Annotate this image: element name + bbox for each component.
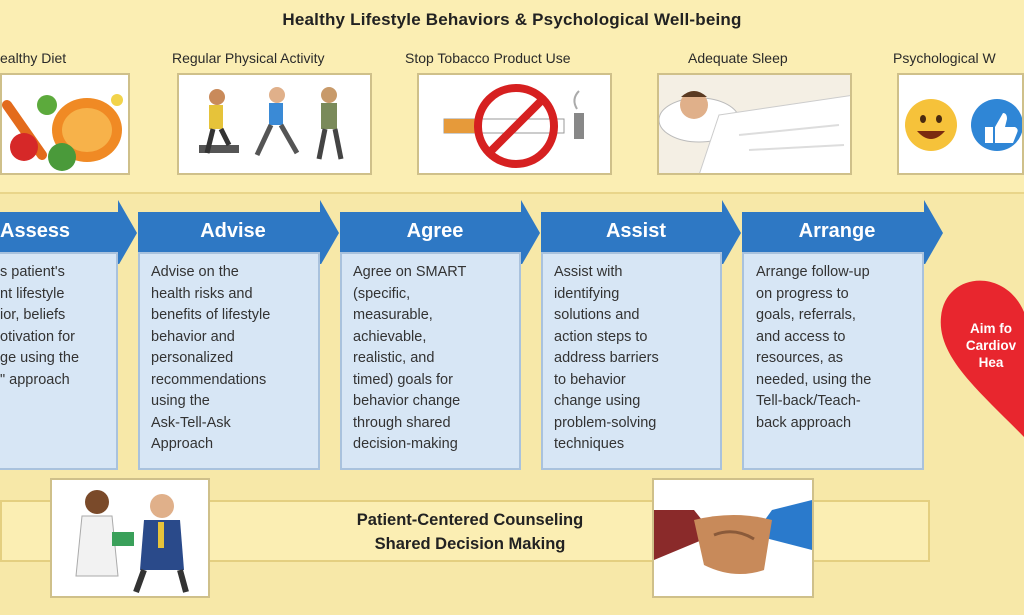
exercise-people-icon [177, 73, 372, 175]
fruits-vegetables-icon [0, 73, 130, 175]
arrow-assist [541, 200, 741, 264]
arrow-advise [138, 200, 339, 264]
step-box-arrange [742, 252, 924, 470]
category-label-activity: Regular Physical Activity [172, 50, 325, 66]
step-text-agree: Agree on SMART(specific,measurable,achie… [353, 264, 467, 452]
category-label-diet: ealthy Diet [0, 50, 67, 66]
page-title: Healthy Lifestyle Behaviors & Psychologi… [282, 10, 742, 29]
arrow-arrange [742, 200, 943, 264]
no-smoking-icon [417, 73, 612, 175]
arrow-agree [340, 200, 540, 264]
step-box-assist [541, 252, 722, 470]
counseling-title: Patient-Centered Counseling [356, 511, 584, 529]
category-label-sleep: Adequate Sleep [688, 50, 788, 66]
handshake-icon [652, 478, 814, 598]
sleeping-person-icon [657, 73, 852, 175]
step-box-advise [138, 252, 320, 470]
arrow-assess [0, 200, 137, 264]
category-label-psych: Psychological W [893, 50, 996, 66]
step-title-advise: Advise [200, 220, 266, 242]
step-title-arrange: Arrange [798, 220, 876, 242]
step-box-agree [340, 252, 521, 470]
step-title-assess: Assess [0, 220, 71, 242]
doctor-patient-icon [50, 478, 210, 598]
shared-decision-title: Shared Decision Making [374, 535, 566, 553]
process-arrows [0, 200, 943, 264]
step-title-assist: Assist [605, 220, 667, 242]
heart-icon [940, 280, 1024, 437]
step-box-assess [0, 252, 118, 470]
step-title-agree: Agree [406, 220, 464, 242]
emoji-thumbs-up-icon [897, 73, 1024, 175]
category-label-tobacco: Stop Tobacco Product Use [405, 50, 571, 66]
